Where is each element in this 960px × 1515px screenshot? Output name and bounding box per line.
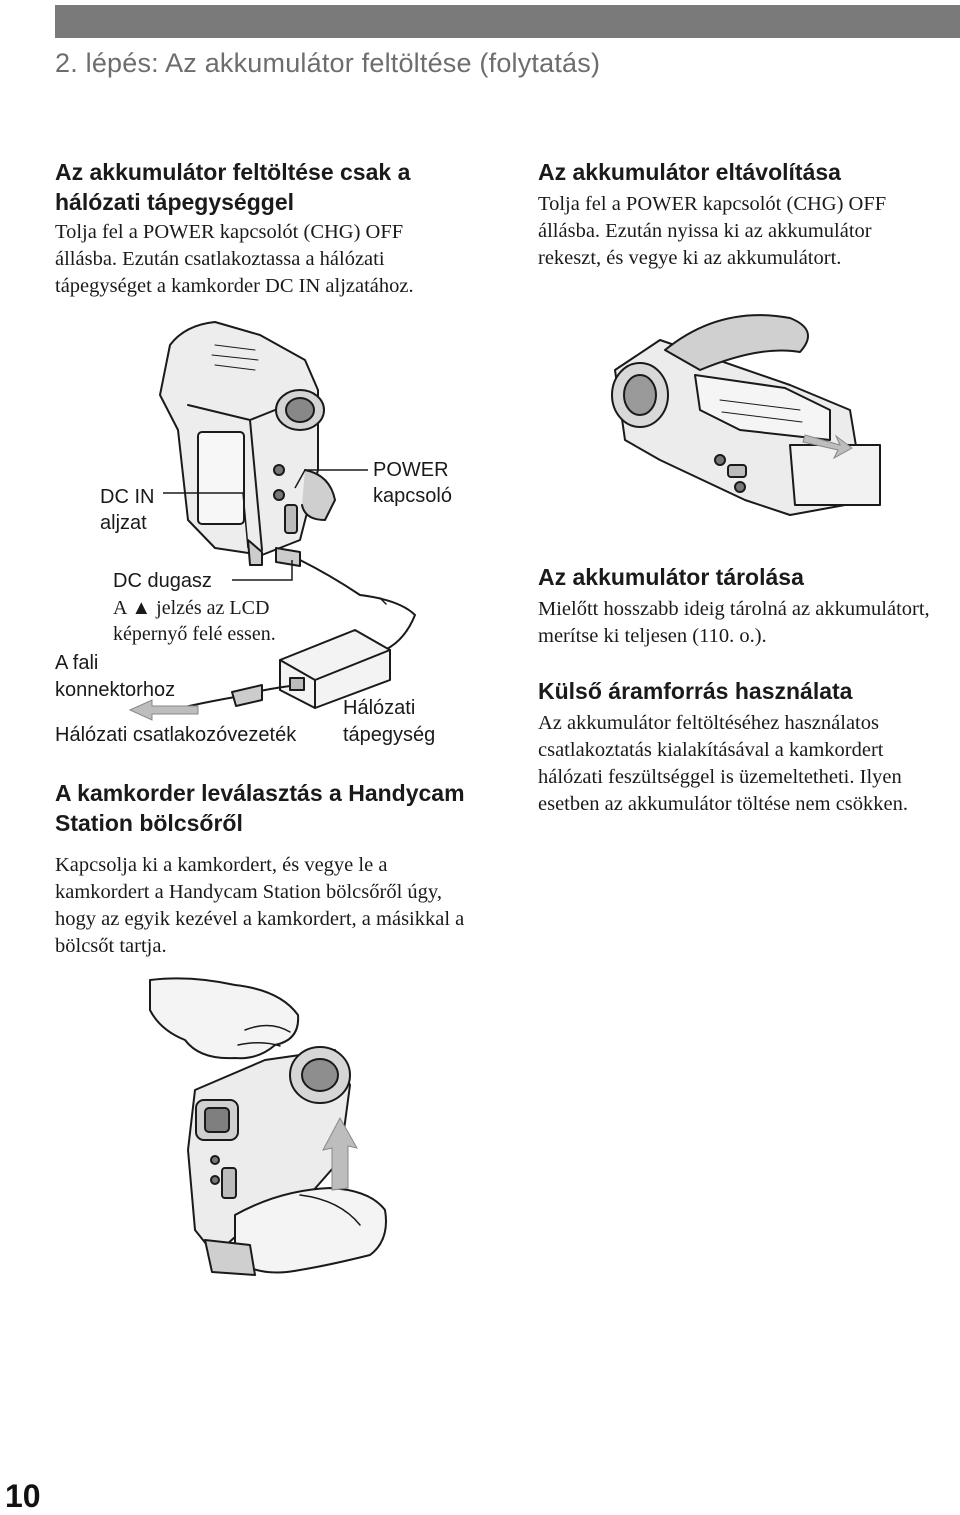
wall-outlet-label: A fali	[55, 652, 99, 674]
section-charge-adapter: Az akkumulátor feltöltése csak a hálózat…	[55, 157, 455, 300]
section-detach-station: A kamkorder leválasztás a Handycam Stati…	[55, 778, 480, 960]
power-switch-label: POWER	[373, 459, 449, 481]
header-bar	[55, 5, 960, 38]
section-heading: Az akkumulátor tárolása	[538, 564, 804, 590]
arrow-up-icon	[322, 1116, 358, 1191]
section-external-power: Külső áramforrás használata Az akkumulát…	[538, 676, 938, 818]
section-heading: A kamkorder leválasztás a Handycam Stati…	[55, 780, 465, 836]
arrow-left-icon	[128, 699, 199, 721]
section-body: Tolja fel a POWER kapcsolót (CHG) OFF ál…	[55, 221, 414, 297]
arrow-down-right-icon	[802, 434, 853, 460]
section-body: Tolja fel a POWER kapcsolót (CHG) OFF ál…	[538, 193, 887, 269]
mark-note-label-line2: képernyő felé essen.	[113, 623, 276, 645]
section-heading: Az akkumulátor eltávolítása	[538, 159, 841, 185]
section-remove-battery: Az akkumulátor eltávolítása Tolja fel a …	[538, 157, 923, 272]
wall-outlet-label-line2: konnektorhoz	[55, 679, 176, 701]
section-body: Mielőtt hosszabb ideig tárolná az akkumu…	[538, 598, 930, 647]
section-store-battery: Az akkumulátor tárolása Mielőtt hosszabb…	[538, 562, 958, 650]
power-switch-label-line2: kapcsoló	[373, 485, 452, 507]
ac-adapter-label: Hálózati	[343, 697, 416, 719]
section-body: Az akkumulátor feltöltéséhez használatos…	[538, 712, 909, 815]
ac-adapter-label-line2: tápegység	[343, 724, 436, 746]
mark-note-label: A ▲ jelzés az LCD	[113, 597, 270, 619]
section-body: Kapcsolja ki a kamkordert, és vegye le a…	[55, 854, 465, 957]
section-heading: Az akkumulátor feltöltése csak a hálózat…	[55, 159, 411, 215]
dc-plug-label: DC dugasz	[113, 570, 212, 592]
page-number: 10	[5, 1478, 41, 1514]
power-cord-label: Hálózati csatlakozóvezeték	[55, 724, 297, 746]
page-title: 2. lépés: Az akkumulátor feltöltése (fol…	[55, 48, 601, 78]
section-heading: Külső áramforrás használata	[538, 678, 853, 704]
dc-in-label-line2: aljzat	[100, 512, 147, 534]
dc-in-label: DC IN	[100, 486, 155, 508]
